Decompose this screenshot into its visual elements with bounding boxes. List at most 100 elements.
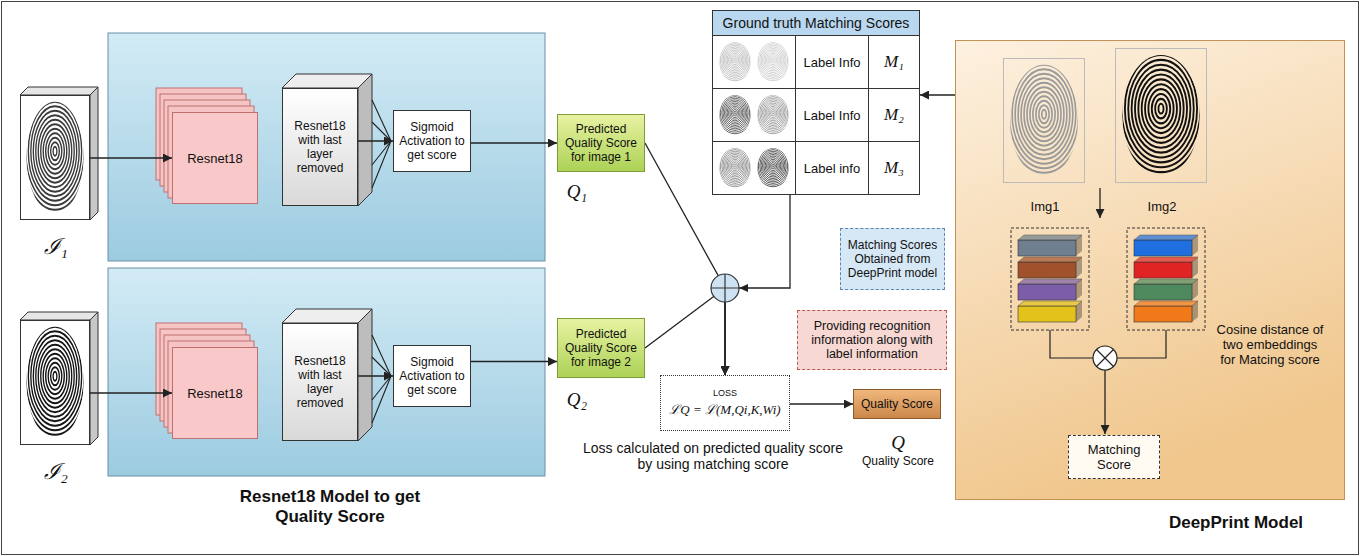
path-shape	[1192, 279, 1198, 300]
sum-symbol	[711, 274, 739, 302]
node-text: Resnet18 with last layer removed	[287, 354, 353, 410]
table-header: Ground truth Matching Scores	[712, 10, 920, 36]
node-text: Matching Scores Obtained from DeepPrint …	[845, 238, 940, 280]
fingerprint	[1118, 45, 1204, 172]
connector-arrow	[471, 142, 557, 143]
note-box: Providing recognition information along …	[797, 310, 947, 370]
image-symbol: ℐ₂	[21, 455, 91, 485]
image-symbol: ℐ₁	[21, 230, 91, 260]
path-shape	[1018, 257, 1082, 262]
note-box: Matching Scores Obtained from DeepPrint …	[840, 228, 945, 290]
path-shape	[1134, 257, 1198, 262]
resnet-block: Resnet18	[172, 347, 258, 439]
path-shape	[1076, 301, 1082, 322]
rect-shape	[1011, 228, 1089, 330]
path-shape	[1018, 301, 1082, 306]
connector-arrow	[90, 392, 172, 393]
table-cell: Label Info	[795, 35, 869, 89]
node-text: Img2	[1116, 199, 1208, 214]
box-faces	[20, 74, 372, 445]
annotation-text: Loss calculated on predicted quality sco…	[582, 440, 844, 472]
use-shape	[718, 39, 753, 81]
embedding-groups	[1011, 228, 1205, 330]
resnet-trunk: Resnet18 with last layer removed	[282, 88, 358, 206]
node-text: Resnet18 with last layer removed	[287, 119, 353, 175]
embedding-bar	[1018, 235, 1082, 256]
node-text: Matching Score	[1073, 442, 1155, 472]
table-cell: M₂	[868, 88, 920, 142]
path-shape	[1134, 279, 1198, 284]
table-cell: M₃	[868, 141, 920, 195]
embedding-bar	[1018, 301, 1082, 322]
polygon-shape	[20, 87, 98, 95]
quality-symbol: Q	[854, 432, 942, 454]
polygon-shape	[90, 87, 98, 220]
embedding-bar	[1134, 279, 1198, 300]
sum-symbol	[711, 274, 739, 302]
polygon-shape	[282, 74, 372, 88]
rect-shape	[1018, 284, 1076, 300]
embedding-bar	[1134, 257, 1198, 278]
quality-box: Predicted Quality Score for image 1Q₁	[557, 114, 645, 172]
table-title: Ground truth Matching Scores	[723, 15, 910, 31]
embedding-bar	[1134, 235, 1198, 256]
node-text: Resnet18	[177, 151, 253, 166]
path-shape	[1134, 301, 1198, 306]
resnet-block: Resnet18	[172, 112, 258, 204]
quality-box: Predicted Quality Score for image 2Q₂	[557, 318, 645, 378]
connector-arrow	[358, 140, 393, 141]
rect-shape	[1134, 240, 1192, 256]
multiply-symbol	[1097, 350, 1114, 367]
table-text: Label info	[804, 161, 860, 176]
resnet-trunk: Resnet18 with last layer removed	[282, 323, 358, 441]
polygon-shape	[358, 309, 372, 441]
rect-shape	[1127, 228, 1205, 330]
panel-caption: Resnet18 Model to get Quality Score	[210, 487, 450, 527]
connector-arrow	[790, 403, 853, 404]
path-shape	[1076, 279, 1082, 300]
fingerprint	[23, 318, 86, 435]
embedding-bar	[1018, 257, 1082, 278]
converging-lines	[372, 100, 391, 423]
fingerprint-image: ℐ₂	[20, 320, 90, 445]
polygon-shape	[90, 312, 98, 445]
path-shape	[1192, 235, 1198, 256]
quality-output: Quality ScoreQQuality Score	[853, 389, 941, 419]
rect-shape	[1018, 240, 1076, 256]
fingerprint-image: Img2	[1115, 48, 1207, 183]
connector-arrow	[645, 143, 725, 375]
table-cell	[712, 141, 796, 195]
rect-shape	[1134, 262, 1192, 278]
path-shape	[1192, 257, 1198, 278]
annotation-text: Cosine distance of two embeddings for Ma…	[1216, 322, 1324, 367]
score-symbol: M₁	[884, 52, 904, 72]
embedding-bar	[1018, 279, 1082, 300]
node-text: Resnet18	[177, 386, 253, 401]
model-panel	[108, 268, 545, 476]
polygon-shape	[358, 74, 372, 206]
sigmoid-box: Sigmoid Activation to get score	[393, 110, 471, 172]
fingerprint-image: ℐ₁	[20, 95, 90, 220]
table-text: Label Info	[803, 55, 860, 70]
connector-arrow	[471, 361, 557, 362]
polygon-shape	[20, 312, 98, 320]
fingerprint	[23, 93, 86, 210]
path-shape	[1076, 235, 1082, 256]
connector-arrow	[358, 375, 393, 376]
rect-shape	[1018, 262, 1076, 278]
table-cell	[712, 35, 796, 89]
path-shape	[1018, 235, 1082, 240]
flow-arrow	[1104, 370, 1105, 434]
use-shape	[756, 145, 791, 187]
fingerprint	[1006, 56, 1081, 173]
deepprint-ground	[955, 40, 1345, 500]
node-text: Sigmoid Activation to get score	[398, 120, 466, 162]
quality-symbol: Q₂	[562, 389, 592, 411]
path-shape	[372, 335, 391, 423]
loss-box: LOSSℒQ = ℒ(M,Qi,K,Wi)	[660, 375, 790, 431]
connector-arrow	[90, 157, 172, 158]
arrow-head	[739, 284, 748, 292]
loss-formula: ℒQ = ℒ(M,Qi,K,Wi)	[665, 400, 785, 418]
score-symbol: M₂	[884, 105, 904, 125]
